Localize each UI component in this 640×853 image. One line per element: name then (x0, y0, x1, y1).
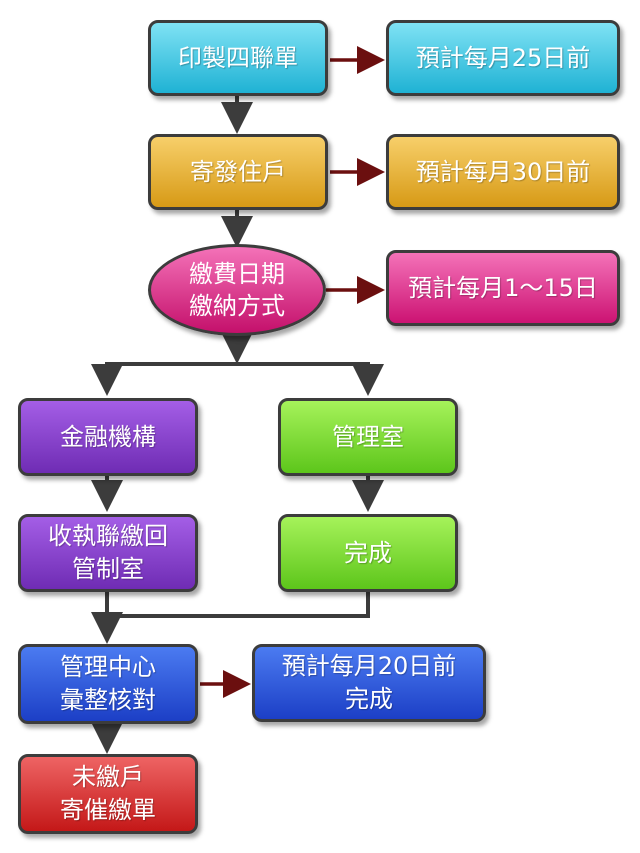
center-deadline-box: 預計每月20日前 完成 (252, 644, 486, 722)
print-forms-box: 印製四聯單 (148, 20, 328, 96)
payment-ellipse: 繳費日期 繳納方式 (148, 244, 326, 336)
payment-method-label: 繳納方式 (189, 292, 285, 320)
office-done-box: 完成 (278, 514, 458, 592)
receipt-return-label-2: 管制室 (72, 555, 144, 583)
payment-date-label: 繳費日期 (189, 260, 285, 288)
center-reconcile-label-1: 管理中心 (60, 653, 156, 681)
center-deadline-label-1: 預計每月20日前 (281, 652, 457, 680)
receipt-return-box: 收執聯繳回 管制室 (18, 514, 198, 592)
print-deadline-box: 預計每月25日前 (386, 20, 620, 96)
print-deadline-label: 預計每月25日前 (415, 43, 591, 72)
center-deadline-label-2: 完成 (345, 685, 393, 713)
payment-period-box: 預計每月1～15日 (386, 250, 620, 326)
center-reconcile-label-2: 彙整核對 (60, 686, 156, 714)
mail-residents-box: 寄發住戶 (148, 134, 328, 210)
bank-box: 金融機構 (18, 398, 198, 476)
unpaid-reminder-box: 未繳戶 寄催繳單 (18, 754, 198, 834)
management-office-label: 管理室 (332, 422, 404, 451)
unpaid-reminder-label-2: 寄催繳單 (60, 796, 156, 824)
payment-period-label: 預計每月1～15日 (408, 273, 598, 302)
unpaid-reminder-label-1: 未繳戶 (72, 763, 144, 791)
mail-deadline-label: 預計每月30日前 (415, 157, 591, 186)
print-forms-label: 印製四聯單 (178, 43, 298, 72)
mail-deadline-box: 預計每月30日前 (386, 134, 620, 210)
management-office-box: 管理室 (278, 398, 458, 476)
bank-label: 金融機構 (60, 422, 156, 451)
receipt-return-label-1: 收執聯繳回 (48, 522, 168, 550)
center-reconcile-box: 管理中心 彙整核對 (18, 644, 198, 724)
mail-residents-label: 寄發住戶 (190, 157, 286, 186)
office-done-label: 完成 (344, 538, 392, 567)
